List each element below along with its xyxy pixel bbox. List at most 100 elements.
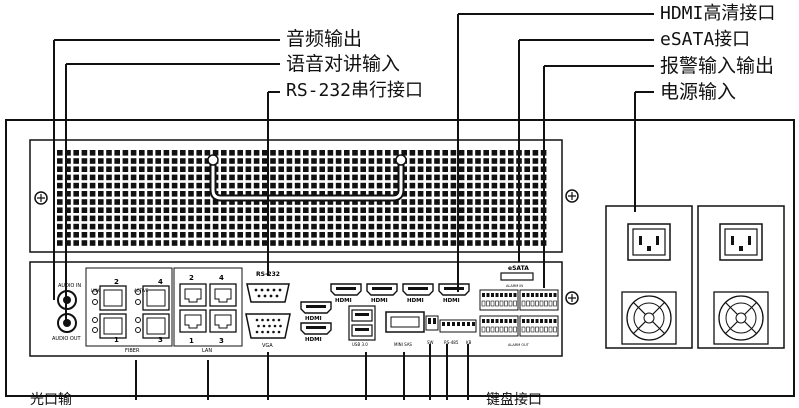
lan-port-socket <box>214 288 232 303</box>
grill-hole <box>73 191 79 197</box>
grill-hole <box>286 207 293 213</box>
hdmi-port-contacts <box>306 305 326 308</box>
grill-hole <box>508 191 514 197</box>
fiber-link-label: LINK <box>91 288 100 293</box>
grill-hole <box>286 174 293 181</box>
grill-hole <box>278 158 284 164</box>
alarm-terminal-screw <box>509 293 512 297</box>
grill-hole <box>171 166 178 172</box>
grill-hole <box>188 182 194 189</box>
lan-port-number-2: 4 <box>219 274 224 282</box>
grill-hole <box>376 223 383 230</box>
alarm-terminal-slot <box>521 326 526 333</box>
hdmi-port-contacts <box>444 287 464 290</box>
grill-hole <box>163 215 170 222</box>
grill-hole <box>311 182 317 189</box>
grill-hole <box>122 199 129 205</box>
grill-hole <box>278 199 284 205</box>
grill-hole <box>442 232 448 238</box>
grill-hole <box>393 174 399 181</box>
grill-hole <box>319 182 325 189</box>
grill-hole <box>385 182 391 189</box>
alarm-terminal-slot <box>544 326 548 333</box>
grill-hole <box>147 166 153 172</box>
grill-hole <box>475 174 481 181</box>
callout-rs232: RS-232串行接口 <box>286 80 424 101</box>
grill-hole <box>73 240 79 246</box>
grill-hole <box>212 232 219 238</box>
grill-hole <box>532 240 539 246</box>
grill-hole <box>344 207 350 213</box>
hdmi-panel-label: HDMI <box>305 316 322 322</box>
grill-hole <box>434 215 440 222</box>
grill-hole <box>458 158 465 164</box>
grill-hole <box>524 191 530 197</box>
grill-hole <box>417 191 424 197</box>
grill-hole <box>270 232 276 238</box>
grill-hole <box>294 215 301 222</box>
grill-hole <box>294 240 301 246</box>
alarm-terminal-screw <box>535 319 539 323</box>
alarm-terminal-screw <box>540 293 543 297</box>
grill-hole <box>352 174 358 181</box>
grill-hole <box>442 174 448 181</box>
grill-hole <box>475 191 481 197</box>
grill-hole <box>106 223 112 230</box>
fiber-led <box>135 327 141 333</box>
grill-hole <box>426 215 432 222</box>
grill-hole <box>352 240 358 246</box>
grill-hole <box>229 182 235 189</box>
grill-hole <box>532 232 539 238</box>
grill-hole <box>106 158 112 164</box>
grill-hole <box>319 199 325 205</box>
terminal-screw <box>472 322 475 326</box>
grill-hole <box>196 199 202 205</box>
grill-hole <box>81 215 88 222</box>
grill-hole <box>426 223 432 230</box>
rs232-pin <box>272 288 276 292</box>
hdmi-port-contacts <box>408 287 428 290</box>
grill-hole <box>89 223 96 230</box>
grill-hole <box>483 215 489 222</box>
grill-hole <box>368 199 375 205</box>
grill-hole <box>467 150 473 156</box>
grill-hole <box>327 166 334 172</box>
grill-hole <box>253 223 260 230</box>
fiber-led <box>135 289 141 295</box>
grill-hole <box>286 199 293 205</box>
grill-hole <box>89 199 96 205</box>
grill-hole <box>467 232 473 238</box>
grill-hole <box>335 174 342 181</box>
grill-hole <box>147 158 153 164</box>
power-pin <box>647 246 651 251</box>
fiber-port-number-1: 2 <box>114 278 119 286</box>
grill-hole <box>311 232 317 238</box>
grill-hole <box>532 199 539 205</box>
grill-hole <box>524 240 530 246</box>
grill-hole <box>57 199 63 205</box>
grill-hole <box>508 174 514 181</box>
grill-hole <box>426 158 432 164</box>
grill-hole <box>409 166 416 172</box>
grill-hole <box>237 191 243 197</box>
grill-hole <box>286 240 293 246</box>
grill-hole <box>98 240 104 246</box>
grill-hole <box>106 191 112 197</box>
grill-hole <box>450 174 457 181</box>
grill-hole <box>155 191 161 197</box>
grill-hole <box>393 215 399 222</box>
grill-hole <box>270 182 276 189</box>
grill-hole <box>434 199 440 205</box>
alarm-terminal-screw <box>549 319 552 323</box>
handle-screw-right <box>395 154 407 166</box>
grill-hole <box>319 240 325 246</box>
grill-hole <box>139 232 145 238</box>
grill-hole <box>57 174 63 181</box>
hdmi-port-contacts <box>306 326 326 329</box>
grill-hole <box>426 174 432 181</box>
alarm-terminal-slot <box>490 300 495 307</box>
grill-hole <box>188 207 194 213</box>
grill-hole <box>229 166 235 172</box>
grill-hole <box>483 232 489 238</box>
grill-hole <box>319 166 325 172</box>
